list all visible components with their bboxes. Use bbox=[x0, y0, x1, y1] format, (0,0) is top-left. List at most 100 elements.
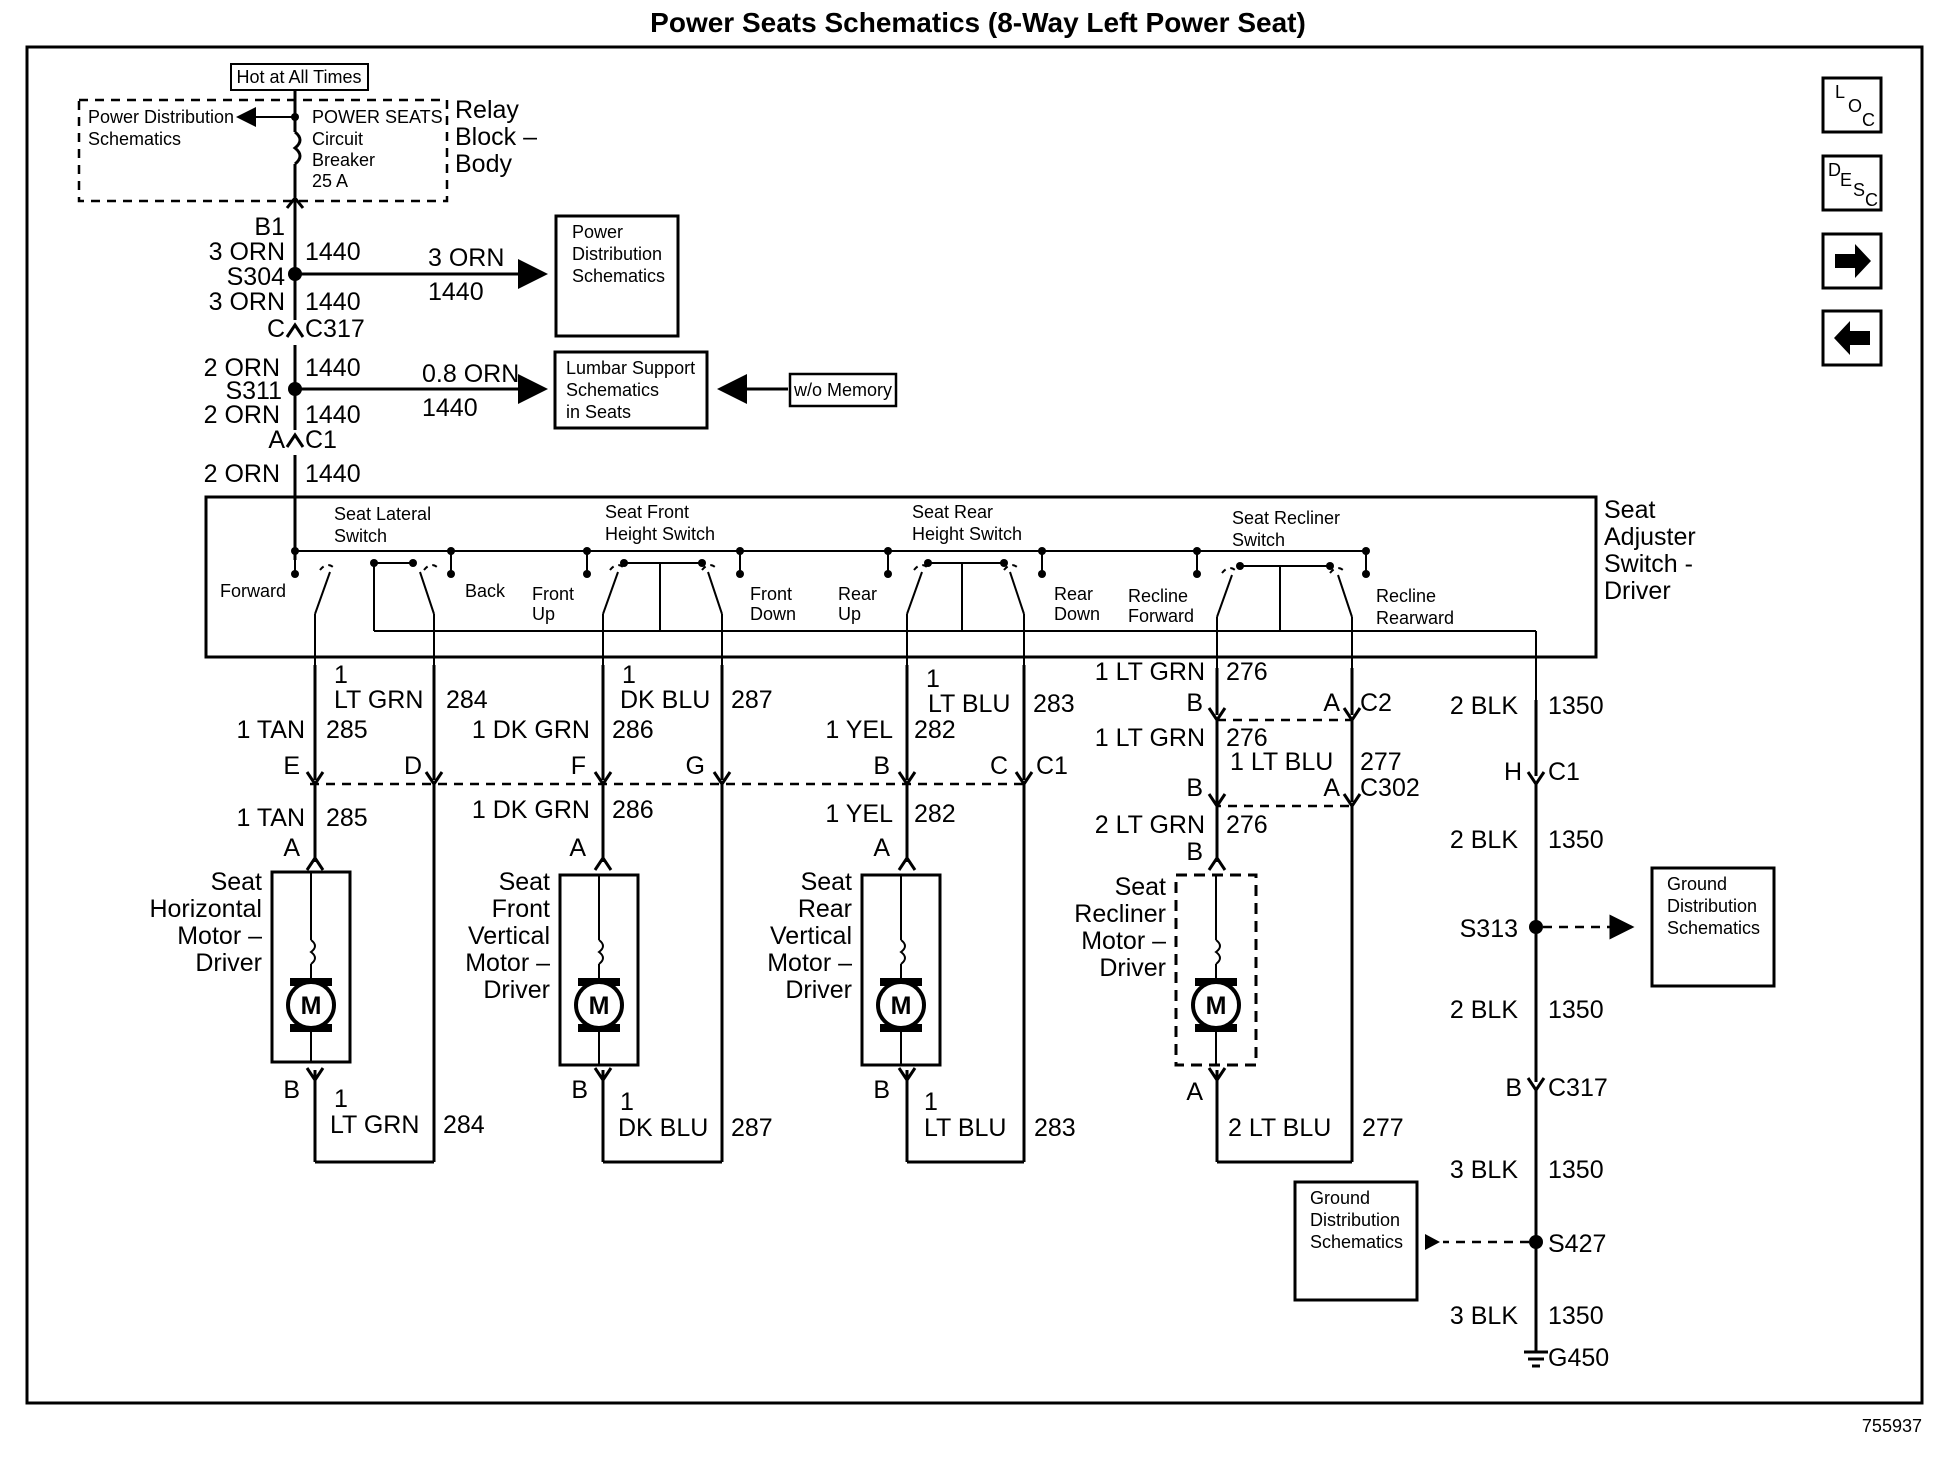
recline-forward-label-2: Forward bbox=[1128, 606, 1194, 626]
fr-motor-m: M bbox=[589, 992, 610, 1020]
fr-motor-label-3: Vertical bbox=[468, 922, 550, 950]
lumbar-schematics-box[interactable] bbox=[553, 350, 709, 430]
lumbar-box-line-3: in Seats bbox=[566, 402, 631, 422]
gnd-pin-h: H bbox=[1504, 758, 1522, 786]
ground-symbol-icon bbox=[1524, 1350, 1548, 1368]
hz-motor-label-3: Motor – bbox=[177, 922, 262, 950]
next-page-button[interactable] bbox=[1821, 232, 1883, 290]
horizontal-motor-circuit: 1 LT GRN 284 1 TAN 285 E D 1 TAN 285 A M… bbox=[149, 661, 488, 1164]
pd-schematics-link[interactable]: Power Distribution bbox=[88, 107, 234, 127]
desc-button[interactable]: D E S C bbox=[1821, 154, 1883, 212]
prev-page-button[interactable] bbox=[1821, 309, 1883, 367]
feed-wire-circuit-2: 1440 bbox=[305, 288, 361, 316]
fr-below-circuit: 286 bbox=[612, 796, 654, 824]
front-up-label-1: Front bbox=[532, 584, 574, 604]
page-title: Power Seats Schematics (8-Way Left Power… bbox=[650, 7, 1306, 38]
diagram-frame bbox=[25, 45, 1924, 1405]
relay-block-outline bbox=[77, 98, 449, 203]
recliner-switch-label-2: Switch bbox=[1232, 530, 1285, 550]
rear-down-label-2: Down bbox=[1054, 604, 1100, 624]
rc-blu-circuit: 277 bbox=[1360, 748, 1402, 776]
feed-wire-color-3: 2 ORN bbox=[204, 354, 280, 382]
rc-motor-label-3: Motor – bbox=[1081, 927, 1166, 955]
wo-memory-label: w/o Memory bbox=[793, 380, 892, 400]
c1-label: C1 bbox=[305, 426, 337, 454]
recliner-motor-circuit: 1 LT GRN 276 B A C2 1 LT GRN 276 1 LT BL… bbox=[1074, 658, 1420, 1164]
rc-pin-a3: A bbox=[1186, 1078, 1203, 1106]
rr-pin-c: C bbox=[990, 752, 1008, 780]
gnd-w1-circuit: 1350 bbox=[1548, 692, 1604, 720]
ground-distribution-box-2[interactable] bbox=[1293, 1180, 1419, 1302]
rr-top-gauge: 1 bbox=[926, 665, 940, 693]
rc-c302: C302 bbox=[1360, 774, 1420, 802]
relay-block-label-3: Body bbox=[455, 150, 512, 178]
front-motor-icon bbox=[574, 980, 624, 1030]
circuit-breaker-symbol bbox=[292, 130, 302, 166]
hz-top-gauge: 1 bbox=[334, 661, 348, 689]
s304-label: S304 bbox=[227, 263, 285, 291]
rr-left-color: 1 YEL bbox=[825, 716, 893, 744]
hz-bot-color: LT GRN bbox=[330, 1111, 419, 1139]
fr-top-color: DK BLU bbox=[620, 686, 710, 714]
rr-below-circuit: 282 bbox=[914, 800, 956, 828]
rc-bot-color: 2 LT BLU bbox=[1228, 1114, 1331, 1142]
feed-wire-color-5: 2 ORN bbox=[204, 460, 280, 488]
fr-pin-f: F bbox=[571, 752, 586, 780]
rc-mid-circuit: 276 bbox=[1226, 724, 1268, 752]
rc-top-circuit: 276 bbox=[1226, 658, 1268, 686]
g450-label: G450 bbox=[1548, 1344, 1609, 1372]
branch1-circuit: 1440 bbox=[428, 278, 484, 306]
loc-button[interactable]: L O C bbox=[1821, 76, 1883, 134]
pd-schematics-link-line2[interactable]: Schematics bbox=[88, 129, 181, 149]
pd-schematics-box[interactable] bbox=[554, 214, 680, 338]
rc-low-color: 2 LT GRN bbox=[1095, 811, 1205, 839]
left-arrow-icon bbox=[1834, 321, 1870, 355]
rc-pin-a2: A bbox=[1323, 774, 1340, 802]
branch2-color: 0.8 ORN bbox=[422, 360, 519, 388]
gnd-c317: C317 bbox=[1548, 1074, 1608, 1102]
switch-title-4: Driver bbox=[1604, 577, 1671, 605]
hz-top-circuit: 284 bbox=[446, 686, 488, 714]
rc-top-color: 1 LT GRN bbox=[1095, 658, 1205, 686]
gnd-c1: C1 bbox=[1548, 758, 1580, 786]
fr-pin-g: G bbox=[686, 752, 705, 780]
fr-top-gauge: 1 bbox=[622, 661, 636, 689]
fr-motor-label-2: Front bbox=[492, 895, 550, 923]
fr-top-circuit: 287 bbox=[731, 686, 773, 714]
gd2-line-1: Ground bbox=[1310, 1188, 1370, 1208]
rc-motor-label-1: Seat bbox=[1115, 873, 1166, 901]
switch-title-3: Switch - bbox=[1604, 550, 1693, 578]
fr-left-circuit: 286 bbox=[612, 716, 654, 744]
fr-pin-a: A bbox=[569, 834, 586, 862]
loc-letter-2: O bbox=[1848, 96, 1862, 116]
rr-below-color: 1 YEL bbox=[825, 800, 893, 828]
hz-top-color: LT GRN bbox=[334, 686, 423, 714]
switch-title-2: Adjuster bbox=[1604, 523, 1696, 551]
desc-letter-2: E bbox=[1840, 170, 1852, 190]
rear-switch-label-1: Seat Rear bbox=[912, 502, 993, 522]
loc-letter-1: L bbox=[1835, 82, 1845, 102]
rc-pin-b: B bbox=[1186, 689, 1203, 717]
rc-motor-label-4: Driver bbox=[1099, 954, 1166, 982]
switch-title-1: Seat bbox=[1604, 496, 1655, 524]
rear-up-label-1: Rear bbox=[838, 584, 877, 604]
breaker-rating: 25 A bbox=[312, 171, 348, 191]
splice-s427 bbox=[1529, 1235, 1543, 1249]
b1-pin: B1 bbox=[254, 213, 285, 241]
feed-wire-circuit-5: 1440 bbox=[305, 460, 361, 488]
rc-pin-b3: B bbox=[1186, 838, 1203, 866]
seat-adjuster-switch-box bbox=[204, 495, 1598, 659]
ground-distribution-box-1[interactable] bbox=[1650, 866, 1776, 988]
rr-top-circuit: 283 bbox=[1033, 690, 1075, 718]
horizontal-motor-icon bbox=[286, 980, 336, 1030]
lateral-switch-label-1: Seat Lateral bbox=[334, 504, 431, 524]
feed-wire-color-1: 3 ORN bbox=[209, 238, 285, 266]
gnd-pin-b: B bbox=[1505, 1074, 1522, 1102]
rr-pin-b: B bbox=[873, 752, 890, 780]
gd2-line-3: Schematics bbox=[1310, 1232, 1403, 1252]
rear-motor-icon bbox=[876, 980, 926, 1030]
rc-blu-color: 1 LT BLU bbox=[1230, 748, 1333, 776]
recline-rearward-label-1: Recline bbox=[1376, 586, 1436, 606]
